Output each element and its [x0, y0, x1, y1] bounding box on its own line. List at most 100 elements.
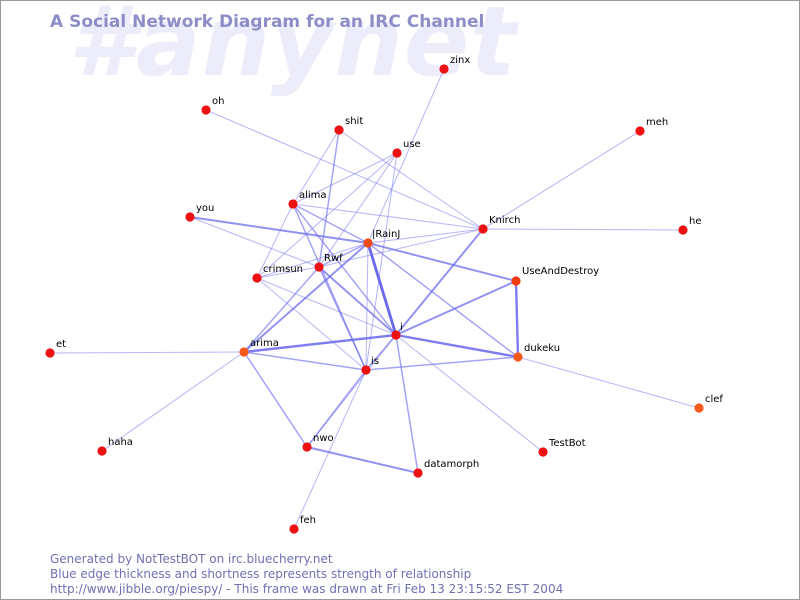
node-label-feh: feh [300, 515, 316, 526]
node-label-et: et [56, 339, 66, 350]
node-dot-i [391, 330, 401, 340]
edge-i-dukeku [394, 333, 520, 359]
node-alima: alima [288, 190, 327, 209]
edge-rwf-arima [243, 266, 320, 353]
node-knirch: Knirch [478, 215, 520, 234]
node-dot-he [678, 225, 688, 235]
node-dot-nwo [302, 442, 312, 452]
edge-rainj-rwf [318, 242, 369, 268]
node-i: i [391, 322, 403, 340]
node-dot-et [45, 348, 55, 358]
edge-alima-knirch [292, 203, 484, 230]
footer-timestamp: http://www.jibble.org/piespy/ - This fra… [50, 582, 564, 596]
edge-rainj-is [365, 242, 369, 371]
node-dot-use [392, 148, 402, 158]
node-dot-meh [635, 126, 645, 136]
edge-shit-knirch [338, 129, 484, 230]
node-label-useanddestroy: UseAndDestroy [522, 266, 599, 277]
edge-useanddestroy-dukeku [514, 279, 520, 359]
node-use: use [392, 139, 421, 158]
node-label-is: is [371, 356, 379, 367]
edge-crimsun-i [256, 277, 397, 336]
edge-crimsun-is [256, 277, 367, 371]
edge-shit-alima [292, 129, 340, 205]
channel-watermark: #anynet [68, 0, 517, 98]
edge-you-rainj [189, 216, 369, 244]
node-label-dukeku: dukeku [524, 343, 560, 354]
node-dukeku: dukeku [513, 343, 560, 362]
node-label-you: you [196, 203, 214, 214]
edge-knirch-he [482, 228, 684, 231]
diagram-title: A Social Network Diagram for an IRC Chan… [50, 12, 485, 32]
node-dot-useanddestroy [511, 276, 521, 286]
node-label-arima: arima [250, 338, 279, 349]
node-crimsun: crimsun [252, 264, 303, 283]
edge-rwf-i [318, 266, 397, 336]
edge-is-nwo [306, 369, 367, 448]
node-label-nwo: nwo [313, 433, 334, 444]
node-label-alima: alima [299, 190, 327, 201]
node-he: he [678, 216, 702, 235]
node-label-meh: meh [646, 117, 668, 128]
footer: Generated by NotTestBOT on irc.bluecherr… [50, 552, 563, 597]
node-zinx: zinx [439, 55, 470, 74]
node-label-use: use [403, 139, 421, 150]
footer-generated-by: Generated by NotTestBOT on irc.bluecherr… [50, 552, 333, 566]
node-dot-haha [97, 446, 107, 456]
node-oh: oh [201, 96, 224, 115]
footer-legend-note: Blue edge thickness and shortness repres… [50, 567, 472, 581]
edge-oh-knirch [205, 109, 484, 230]
edge-rainj-crimsun [256, 242, 369, 279]
node-label-i: i [400, 322, 403, 333]
node-testbot: TestBot [538, 438, 586, 457]
edge-meh-knirch [482, 130, 641, 230]
edge-rwf-crimsun [256, 266, 320, 279]
node-dot-dukeku [513, 352, 523, 362]
node-dot-clef [694, 403, 704, 413]
node-dot-rainj [363, 238, 373, 248]
node-dot-arima [239, 347, 249, 357]
node-dot-you [185, 212, 195, 222]
edge-useanddestroy-i [395, 280, 517, 336]
edge-zinx-rainj [367, 68, 445, 244]
edge-alima-rainj [292, 203, 369, 244]
node-rwf: Rwf [314, 253, 343, 272]
edge-nwo-datamorph [306, 446, 419, 474]
edge-dukeku-clef [517, 356, 700, 409]
node-dot-datamorph [413, 468, 423, 478]
node-dot-shit [334, 125, 344, 135]
edge-shit-rwf [318, 129, 340, 268]
node-dot-zinx [439, 64, 449, 74]
node-dot-rwf [314, 262, 324, 272]
edges-layer [49, 68, 700, 530]
node-label-testbot: TestBot [548, 438, 586, 449]
node-dot-knirch [478, 224, 488, 234]
edge-i-testbot [395, 334, 544, 453]
node-label-clef: clef [705, 394, 723, 405]
edge-use-alima [292, 152, 398, 205]
node-clef: clef [694, 394, 723, 413]
node-label-rainj: |RainJ [372, 229, 400, 240]
edge-is-feh [293, 369, 367, 530]
node-dot-feh [289, 524, 299, 534]
node-label-he: he [689, 216, 702, 227]
node-dot-crimsun [252, 273, 262, 283]
edge-arima-nwo [243, 351, 308, 448]
edge-rainj-i [366, 241, 398, 337]
edge-alima-crimsun [256, 203, 294, 279]
node-dot-oh [201, 105, 211, 115]
node-label-haha: haha [108, 437, 133, 448]
edge-alima-i [292, 203, 397, 336]
edge-dukeku-is [365, 356, 519, 371]
edge-i-datamorph [395, 334, 419, 474]
node-dot-is [361, 365, 371, 375]
edge-knirch-i [395, 228, 484, 336]
edge-arima-haha [101, 351, 245, 452]
node-label-knirch: Knirch [489, 215, 520, 226]
edge-et-arima [49, 351, 245, 354]
node-you: you [185, 203, 214, 222]
node-haha: haha [97, 437, 133, 456]
node-label-zinx: zinx [450, 55, 470, 66]
